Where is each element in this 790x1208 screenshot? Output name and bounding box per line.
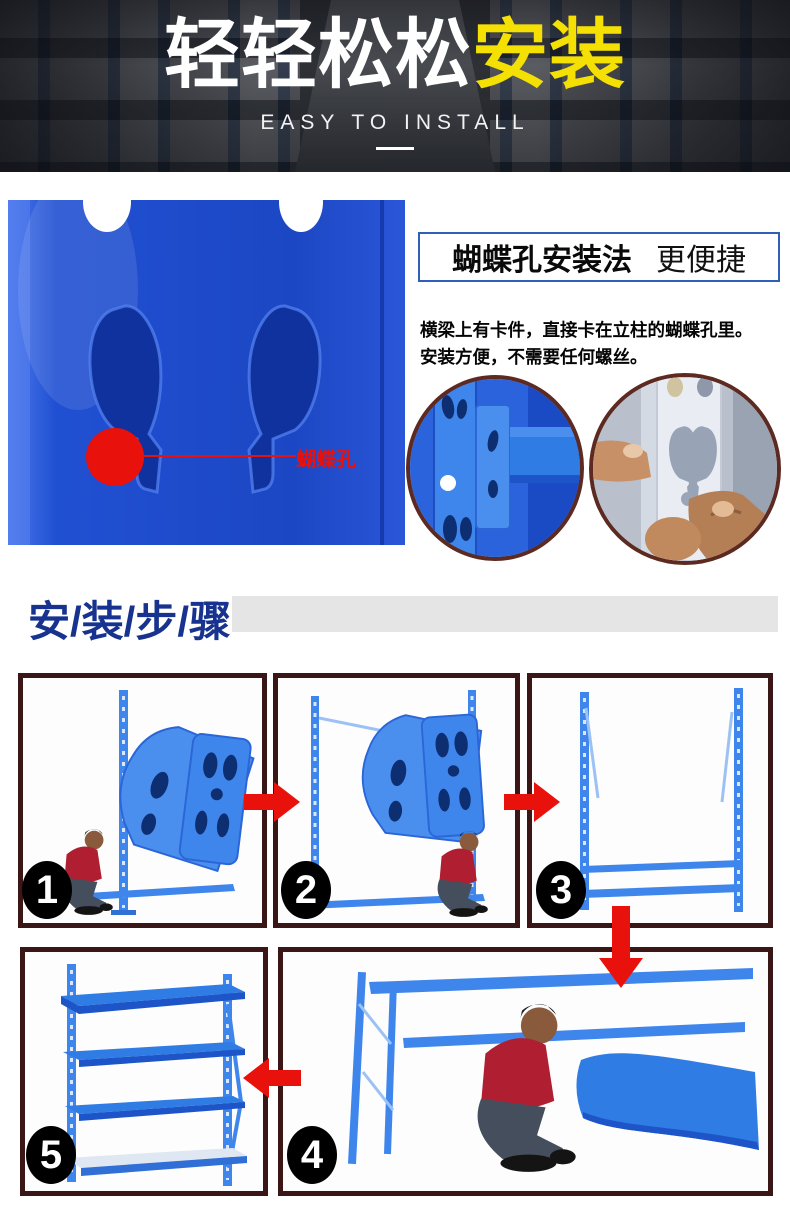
- step-number-badge: 4: [287, 1126, 337, 1184]
- arrow-left-icon: [243, 1058, 301, 1098]
- step-number-badge: 3: [536, 861, 586, 919]
- arrow-down-icon: [599, 906, 643, 988]
- callout-line: [140, 455, 296, 457]
- banner-shade: [0, 0, 790, 172]
- feature-title-box: 蝴蝶孔安装法 更便捷: [418, 232, 780, 282]
- step-3-image: [527, 673, 773, 928]
- steps-section-heading: 安/装/步/骤: [28, 598, 232, 645]
- blue-post-image: [8, 170, 405, 545]
- callout-dot-icon: [86, 428, 144, 486]
- step-5-image: [20, 947, 268, 1196]
- detail-photo-hand: [589, 373, 781, 565]
- step-number-badge: 2: [281, 861, 331, 919]
- banner-subtitle: EASY TO INSTALL: [260, 111, 530, 134]
- arrow-right-icon: [244, 782, 300, 822]
- detail-photo-connector: [406, 375, 584, 561]
- step-4-image: [278, 947, 773, 1196]
- arrow-right-icon: [504, 782, 560, 822]
- banner-divider-dash: [376, 147, 414, 150]
- steps-heading-bar: [232, 596, 778, 632]
- butterfly-hole-label: 蝴蝶孔: [296, 449, 356, 471]
- banner-title-white: 轻轻松松: [164, 13, 472, 98]
- feature-description: 横梁上有卡件，直接卡在立柱的蝴蝶孔里。 安装方便，不需要任何螺丝。: [420, 317, 782, 371]
- step-number-badge: 1: [22, 861, 72, 919]
- feature-title-sub: 更便捷: [656, 244, 746, 277]
- butterfly-hole-photo: 蝴蝶孔: [8, 170, 405, 545]
- banner-title: 轻轻松松安装: [0, 18, 790, 94]
- hero-banner: 轻轻松松安装 EASY TO INSTALL: [0, 0, 790, 172]
- feature-title-main: 蝴蝶孔安装法: [452, 244, 632, 277]
- feature-desc-line1: 横梁上有卡件，直接卡在立柱的蝴蝶孔里。: [420, 320, 753, 340]
- step-number-badge: 5: [26, 1126, 76, 1184]
- banner-title-yellow: 安装: [472, 13, 626, 98]
- feature-desc-line2: 安装方便，不需要任何螺丝。: [420, 347, 648, 367]
